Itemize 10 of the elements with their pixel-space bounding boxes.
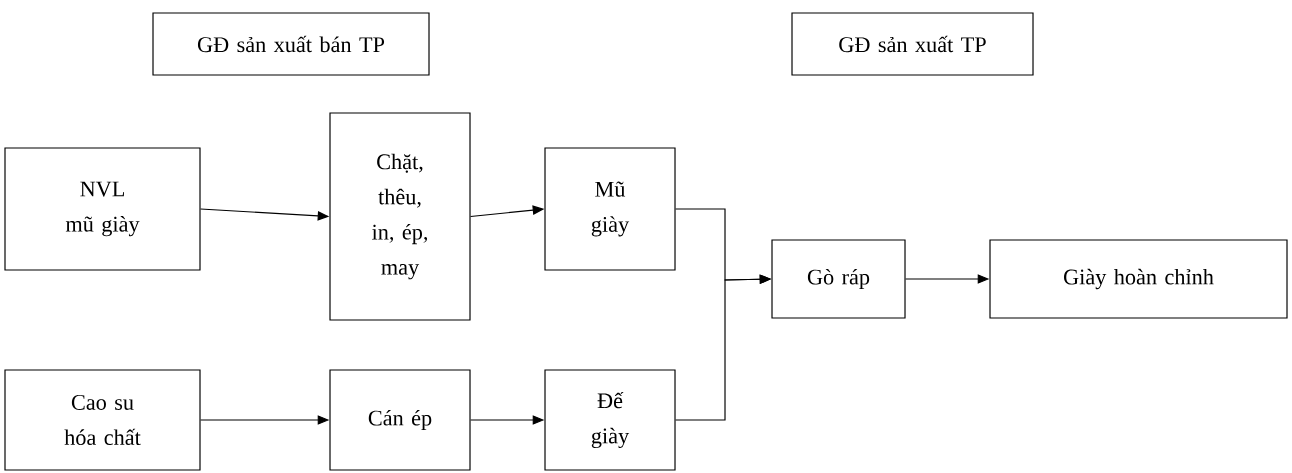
process-box: Cán ép (329, 369, 471, 471)
process-box: Cao su hóa chất (4, 369, 201, 471)
process-box: Gò ráp (771, 239, 906, 319)
process-box: Đế giày (544, 369, 676, 471)
process-box: GĐ sản xuất TP (791, 12, 1034, 76)
process-box: GĐ sản xuất bán TP (152, 12, 430, 76)
process-box: Chặt, thêu, in, ép, may (329, 112, 471, 321)
process-box: Giày hoàn chỉnh (989, 239, 1288, 319)
process-box: Mũ giày (544, 147, 676, 271)
process-box: NVL mũ giày (4, 147, 201, 271)
